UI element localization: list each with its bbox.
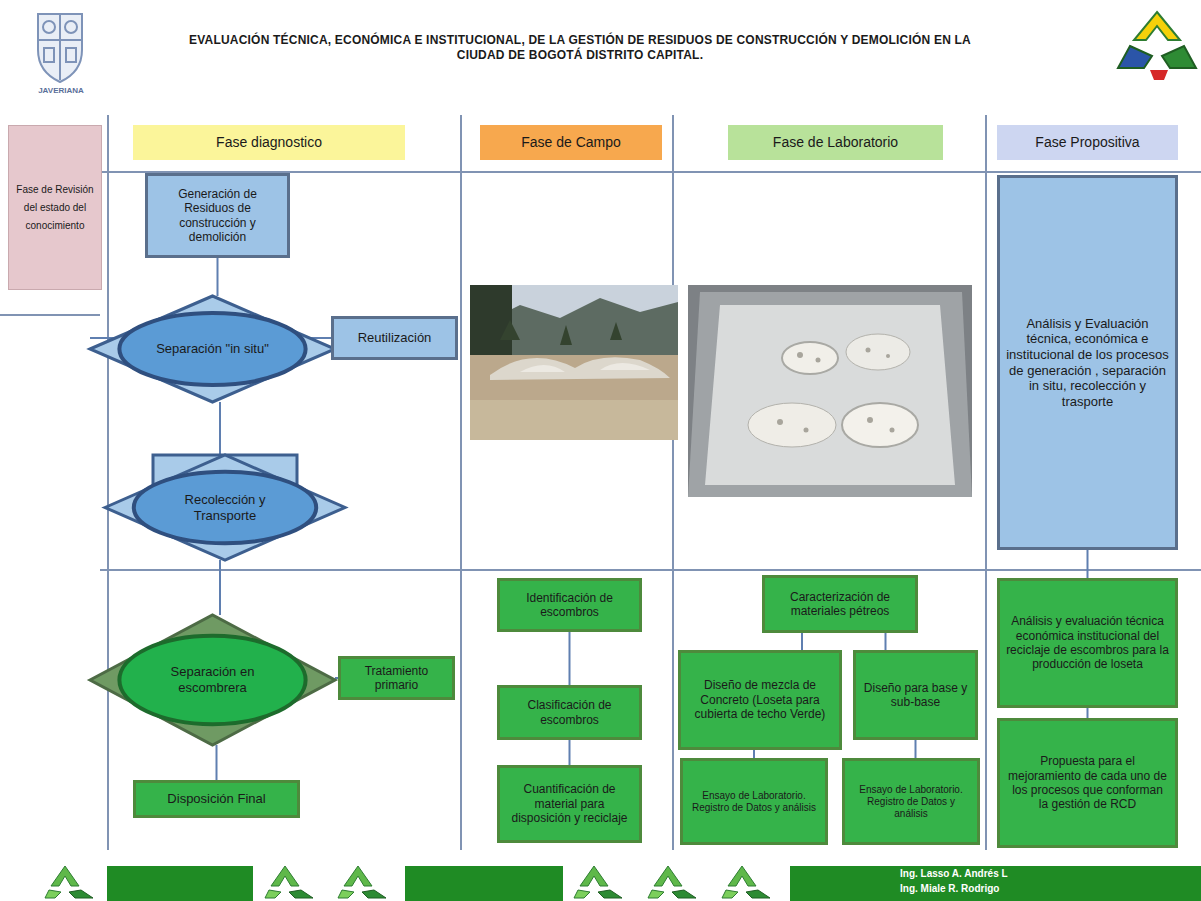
lab-photo [688,285,972,497]
connector-line [1087,708,1089,718]
process-box: Diseño para base y sub-base [853,650,978,740]
node-text: Análisis y evaluación técnica económica … [1006,614,1169,672]
connector-line [217,258,219,296]
phase-header: Fase diagnostico [133,125,405,160]
author-name: Ing. Lasso A. Andrés L [900,868,1190,879]
node-text: Generación de Residuos de construcción y… [154,187,281,245]
node-text: Separación en escombrera [139,664,286,695]
connector-line [915,740,917,758]
connector-line [219,402,221,455]
process-box: Cuantificación de material para disposic… [497,765,642,843]
node-text: Ensayo de Laboratorio. Registro de Datos… [851,784,971,820]
decision-diamond: Recolección y Transporte [105,455,345,560]
recycling-logo [1118,12,1196,80]
process-box: Análisis y Evaluación técnica, económica… [997,175,1178,550]
phase-header: Fase de Campo [480,125,662,160]
node-text: Recolección y Transporte [153,492,297,523]
process-box: Disposición Final [133,780,300,818]
node-text: Fase Propositiva [1035,134,1139,151]
grid-lines [0,115,1201,850]
node-text: Diseño de mezcla de Concreto (Loseta par… [687,678,833,721]
recycling-icons [45,866,770,898]
node-text: Fase de Laboratorio [773,134,898,151]
node-text: Fase diagnostico [216,134,322,151]
phase-box: Fase de Revisión del estado del conocimi… [8,125,102,290]
process-box: Caracterización de materiales pétreos [762,575,918,633]
connector-line [569,632,571,685]
page-title: EVALUACIÓN TÉCNICA, ECONÓMICA E INSTITUC… [185,33,975,63]
node-text: Reutilización [358,330,432,346]
node-text: Disposición Final [167,791,265,807]
node-text: Clasificación de escombros [506,698,633,727]
process-box: Identificación de escombros [497,578,642,632]
connector-line [569,740,571,765]
node-text: Diseño para base y sub-base [862,681,969,710]
connector-line [219,560,221,615]
node-text: Tratamiento primario [347,664,446,693]
field-photo [470,285,678,440]
node-text: Identificación de escombros [506,591,633,620]
connector-line [801,633,803,650]
process-box: Ensayo de Laboratorio. Registro de Datos… [680,758,828,845]
decision-diamond: Separación en escombrera [90,615,335,745]
node-text: Separación "in situ" [156,341,269,357]
process-box: Diseño de mezcla de Concreto (Loseta par… [678,650,842,750]
node-text: Fase de Revisión del estado del conocimi… [15,181,95,235]
connector-line [885,633,887,650]
phase-header: Fase de Laboratorio [728,125,943,160]
connector-line [216,745,218,780]
phase-header: Fase Propositiva [997,125,1178,160]
logo-text: JAVERIANA [18,86,104,95]
node-text: Análisis y Evaluación técnica, económica… [1006,316,1169,410]
process-box: Análisis y evaluación técnica económica … [997,578,1178,708]
node-text: Fase de Campo [521,134,621,151]
process-box: Clasificación de escombros [497,685,642,740]
process-box: Propuesta para el mejoramiento de cada u… [997,718,1178,848]
node-text: Propuesta para el mejoramiento de cada u… [1006,754,1169,812]
connector-line [1087,550,1089,578]
decision-diamond: Separación "in situ" [90,296,335,402]
node-text: Caracterización de materiales pétreos [771,590,909,619]
process-box: Generación de Residuos de construcción y… [145,173,290,258]
footer-bars [107,866,1201,901]
node-text: Cuantificación de material para disposic… [506,782,633,825]
process-box: Tratamiento primario [338,656,455,701]
author-name: Ing. Miale R. Rodrigo [900,883,1190,894]
process-box: Ensayo de Laboratorio. Registro de Datos… [842,758,980,845]
node-text: Ensayo de Laboratorio. Registro de Datos… [689,790,819,814]
connector-line [753,750,755,758]
university-logo [38,14,82,82]
process-box: Reutilización [331,316,458,360]
